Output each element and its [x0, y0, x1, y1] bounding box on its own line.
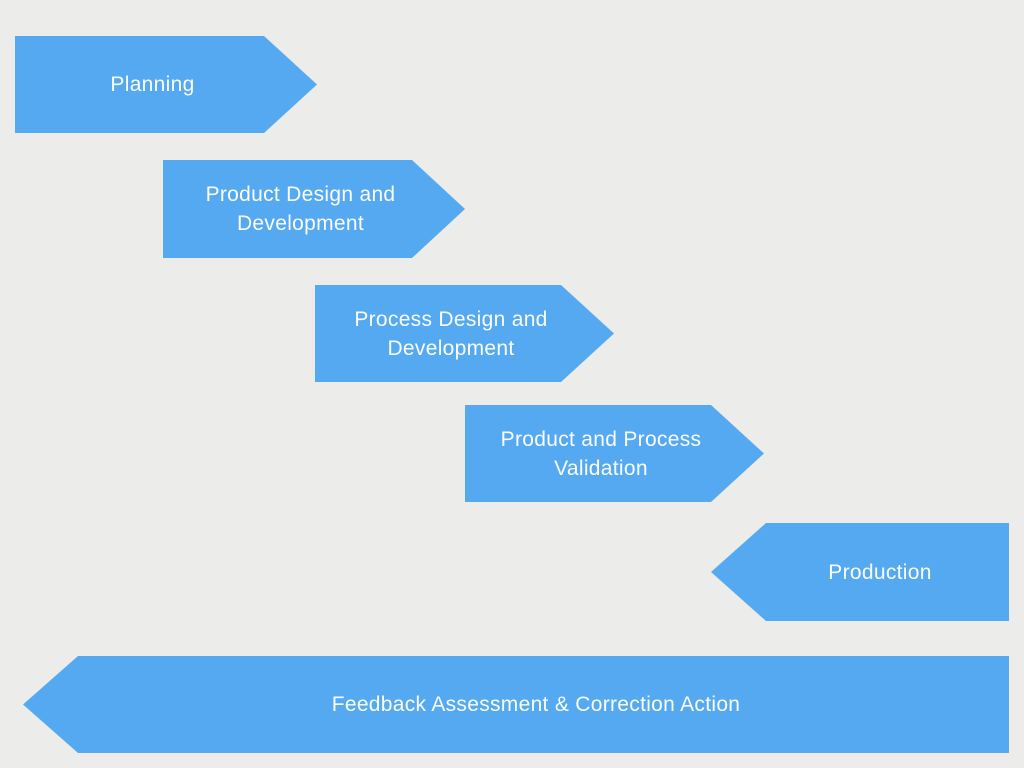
step-arrow-planning: Planning [15, 36, 317, 133]
step-label-planning: Planning [110, 73, 195, 96]
step-arrow-feedback-assessment-correction-action: Feedback Assessment & Correction Action [23, 656, 1009, 753]
step-arrow-process-design-and-development: Process Design and Development [315, 285, 614, 382]
step-arrow-product-design-and-development: Product Design and Development [163, 160, 465, 258]
step-label-production: Production [828, 560, 932, 584]
step-arrow-product-and-process-validation: Product and Process Validation [465, 405, 764, 502]
step-label-product-and-process-validation: Product and Process Validation [500, 427, 702, 480]
step-label-product-design-and-development: Product Design and Development [205, 183, 396, 235]
step-label-feedback-assessment-correction-action: Feedback Assessment & Correction Action [331, 693, 741, 716]
step-label-process-design-and-development: Process Design and Development [354, 307, 548, 360]
step-arrow-production: Production [711, 523, 1009, 621]
